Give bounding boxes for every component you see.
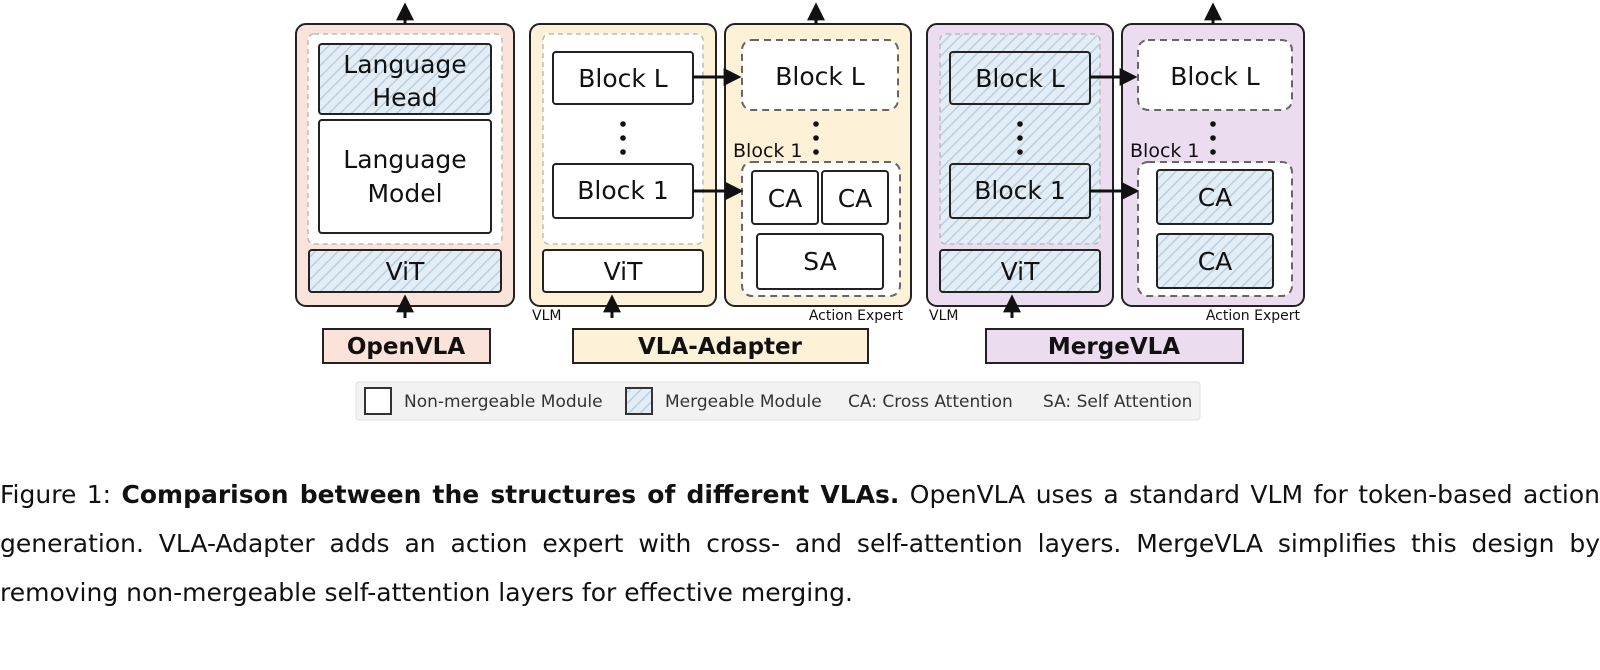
merge-ca-top-box [1156,169,1274,225]
adapter-expert-block-l-box [741,39,899,111]
merge-expert-block-l-box [1137,39,1293,111]
adapter-action-expert-label: Action Expert [809,308,904,324]
legend-mergeable-label: Mergeable Module [665,392,822,412]
adapter-block-l-label: Block L [578,64,668,93]
adapter-block-1-label: Block 1 [577,176,668,205]
merge-ca-bottom-box [1156,233,1274,289]
diagram-canvas: Language Head Language Model ViT OpenVLA… [295,2,1305,421]
legend-non-mergeable-label: Non-mergeable Module [404,392,603,412]
merge-expert-ellipsis-dot [1210,149,1216,155]
language-model-box [318,119,492,234]
merge-expert-block-l-label: Block L [1170,62,1260,91]
merge-vit-box [939,249,1101,293]
merge-expert-ellipsis-dot [1210,135,1216,141]
mergevla-group: Block L Block 1 ViT VLM Block L Block 1 … [926,2,1305,364]
openvla-group: Language Head Language Model ViT OpenVLA [295,2,515,364]
merge-expert-block-1-label: Block 1 [1130,140,1200,162]
merge-vlm-label: VLM [929,308,958,324]
adapter-vlm-label: VLM [532,308,561,324]
merge-title: MergeVLA [1048,334,1180,360]
caption-figure-number: Figure 1: [0,480,122,509]
openvla-title-box [322,328,491,364]
adapter-expert-block-1-label: Block 1 [733,140,803,162]
adapter-title-box [572,328,869,364]
language-model-line2: Model [367,179,442,208]
adapter-expert-block-l-label: Block L [775,62,865,91]
adapter-ca-left-label: CA [768,184,803,213]
merge-ca-bottom-label: CA [1198,247,1233,276]
language-head-box [318,43,492,115]
merge-ca-top-label: CA [1198,183,1233,212]
openvla-vit-box [308,249,502,293]
merge-block-1-label: Block 1 [974,176,1065,205]
openvla-title: OpenVLA [347,334,465,360]
language-model-line1: Language [343,145,466,174]
adapter-expert-ellipsis-dot [813,135,819,141]
adapter-sa-box [756,233,884,290]
architecture-diagram: Language Head Language Model ViT OpenVLA… [295,2,1305,421]
adapter-expert-ellipsis-dot [813,121,819,127]
openvla-vit-label: ViT [386,257,425,286]
merge-ellipsis-dot [1017,135,1023,141]
merge-ellipsis-dot [1017,149,1023,155]
merge-vit-label: ViT [1001,257,1040,286]
adapter-vit-box [542,249,704,293]
adapter-sa-label: SA [803,247,836,276]
merge-title-box [985,328,1244,364]
adapter-ellipsis-dot [620,135,626,141]
merge-action-expert-label: Action Expert [1206,308,1301,324]
legend-panel [355,381,1201,421]
adapter-ellipsis-dot [620,149,626,155]
language-head-line2: Head [372,83,437,112]
adapter-vit-label: ViT [604,257,643,286]
caption-body: OpenVLA uses a standard VLM for token-ba… [0,480,1600,607]
adapter-ellipsis-dot [620,121,626,127]
adapter-expert-ellipsis-dot [813,149,819,155]
legend-ca-definition: CA: Cross Attention [848,392,1013,412]
merge-expert-ellipsis-dot [1210,121,1216,127]
language-head-line1: Language [343,50,466,79]
legend-swatch-non-mergeable [364,387,392,415]
figure-caption: Figure 1: Comparison between the structu… [0,470,1600,617]
adapter-title: VLA-Adapter [638,334,803,360]
vla-adapter-group: Block L Block 1 ViT VLM Block L Block 1 … [529,2,912,364]
adapter-ca-right-label: CA [838,184,873,213]
adapter-ca-right-box [821,170,889,225]
merge-ellipsis-dot [1017,121,1023,127]
legend-swatch-mergeable [625,387,653,415]
legend-sa-definition: SA: Self Attention [1043,392,1192,412]
merge-block-l-label: Block L [975,64,1065,93]
adapter-ca-left-box [751,170,819,225]
legend: Non-mergeable Module Mergeable Module CA… [355,381,1201,421]
caption-title: Comparison between the structures of dif… [121,480,900,509]
